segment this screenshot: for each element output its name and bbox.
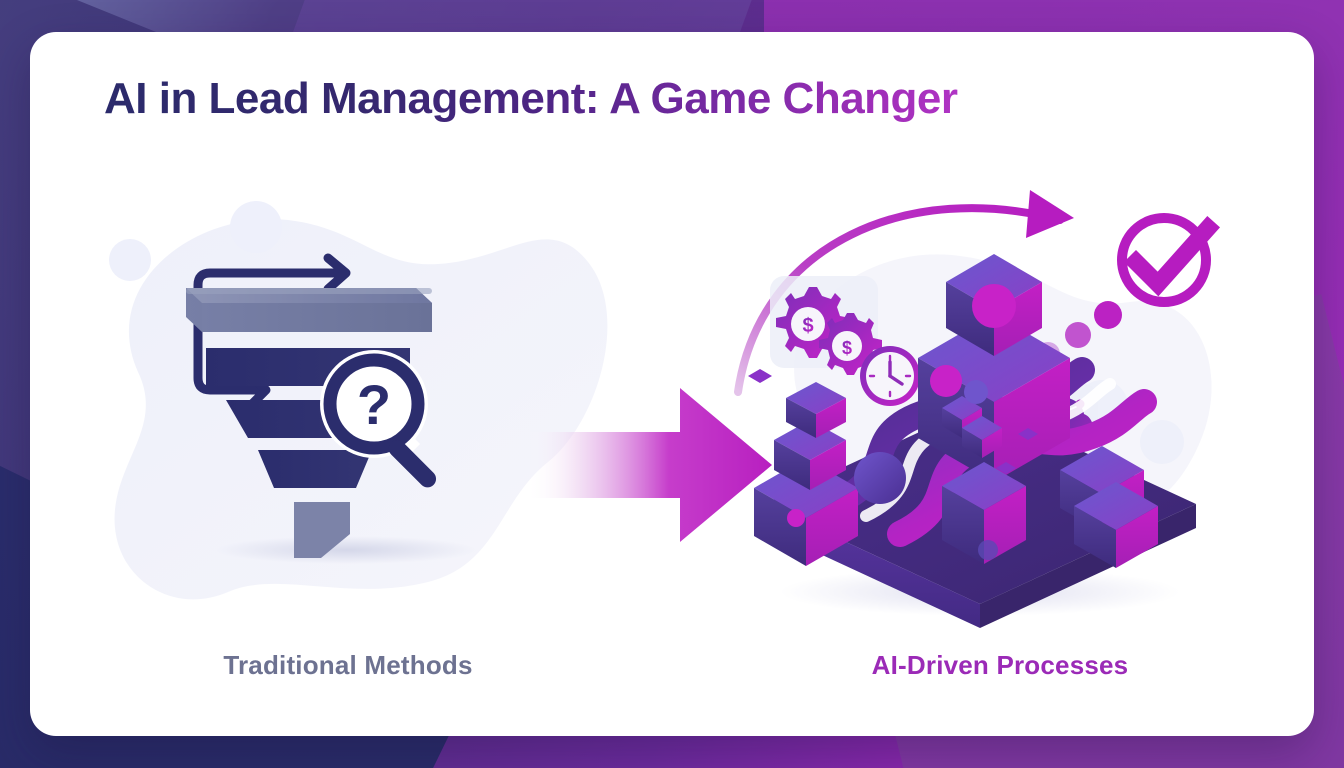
content-card: AI in Lead Management: A Game Changer bbox=[30, 32, 1314, 736]
cubes bbox=[748, 254, 1158, 568]
label-ai-driven-processes: AI-Driven Processes bbox=[871, 650, 1129, 680]
arrow-shape bbox=[526, 388, 772, 542]
floating-diamonds bbox=[748, 369, 1038, 474]
cube-right-lower bbox=[1074, 482, 1158, 568]
funnel-spout bbox=[294, 502, 350, 558]
check-circle-icon bbox=[1117, 213, 1221, 307]
decor-circle-2 bbox=[1140, 420, 1184, 464]
cube-left-small bbox=[786, 382, 846, 438]
traditional-illustration: ? bbox=[109, 201, 608, 600]
ground-shadow bbox=[216, 536, 476, 564]
svg-text:$: $ bbox=[802, 315, 813, 337]
cube-center-top bbox=[946, 254, 1042, 356]
panel-ai-driven-processes: $ $ bbox=[730, 172, 1270, 652]
sphere-large bbox=[854, 452, 906, 504]
page-title: AI in Lead Management: A Game Changer bbox=[104, 74, 958, 123]
funnel-bar-3 bbox=[258, 450, 372, 488]
spheres bbox=[787, 284, 1016, 560]
sphere-medium bbox=[930, 365, 962, 397]
curved-arrow bbox=[734, 190, 1074, 396]
sphere-small-1 bbox=[964, 380, 988, 404]
sphere-small-2 bbox=[787, 509, 805, 527]
panel-traditional-methods: ? bbox=[78, 172, 618, 652]
sphere-small-3 bbox=[978, 540, 998, 560]
funnel-top-slab bbox=[186, 288, 432, 332]
magnifier-question-mark: ? bbox=[320, 350, 437, 488]
sphere-accent bbox=[972, 284, 1016, 328]
ai-driven-illustration: $ $ bbox=[734, 190, 1221, 628]
clock-icon bbox=[860, 346, 920, 406]
question-mark-glyph: ? bbox=[357, 373, 391, 436]
cube-small-3 bbox=[962, 416, 1002, 458]
transition-arrow bbox=[520, 380, 790, 550]
svg-text:$: $ bbox=[842, 338, 852, 358]
decor-circle-1 bbox=[230, 201, 282, 253]
label-traditional-methods: Traditional Methods bbox=[223, 650, 473, 680]
decor-circle-2 bbox=[109, 239, 151, 281]
